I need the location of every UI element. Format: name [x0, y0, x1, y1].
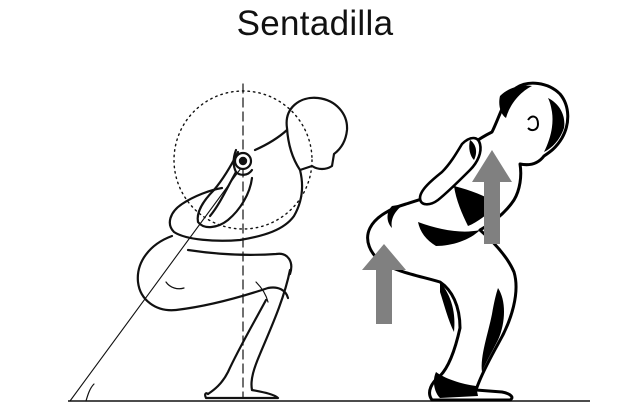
page-title: Sentadilla [236, 4, 394, 43]
upward-arrows [362, 150, 512, 324]
upward-arrow-hip [362, 244, 406, 324]
shin-outline [250, 268, 292, 392]
head-outline [285, 96, 349, 172]
line-drawing-squat [69, 83, 349, 402]
hip-angle-arc [165, 281, 185, 290]
ground-angle-arc [85, 383, 95, 402]
diagonal-angle-line [69, 159, 248, 402]
thigh-outline [136, 234, 290, 312]
foot-outline [204, 388, 280, 400]
shaded-drawing-squat [366, 81, 570, 402]
torso-outline [168, 168, 304, 242]
arm-outline [196, 150, 254, 229]
upward-arrow-shoulder [472, 150, 512, 244]
shaded-body [366, 81, 570, 402]
knee-angle-arc [255, 281, 269, 303]
shaded-arm [418, 136, 482, 206]
